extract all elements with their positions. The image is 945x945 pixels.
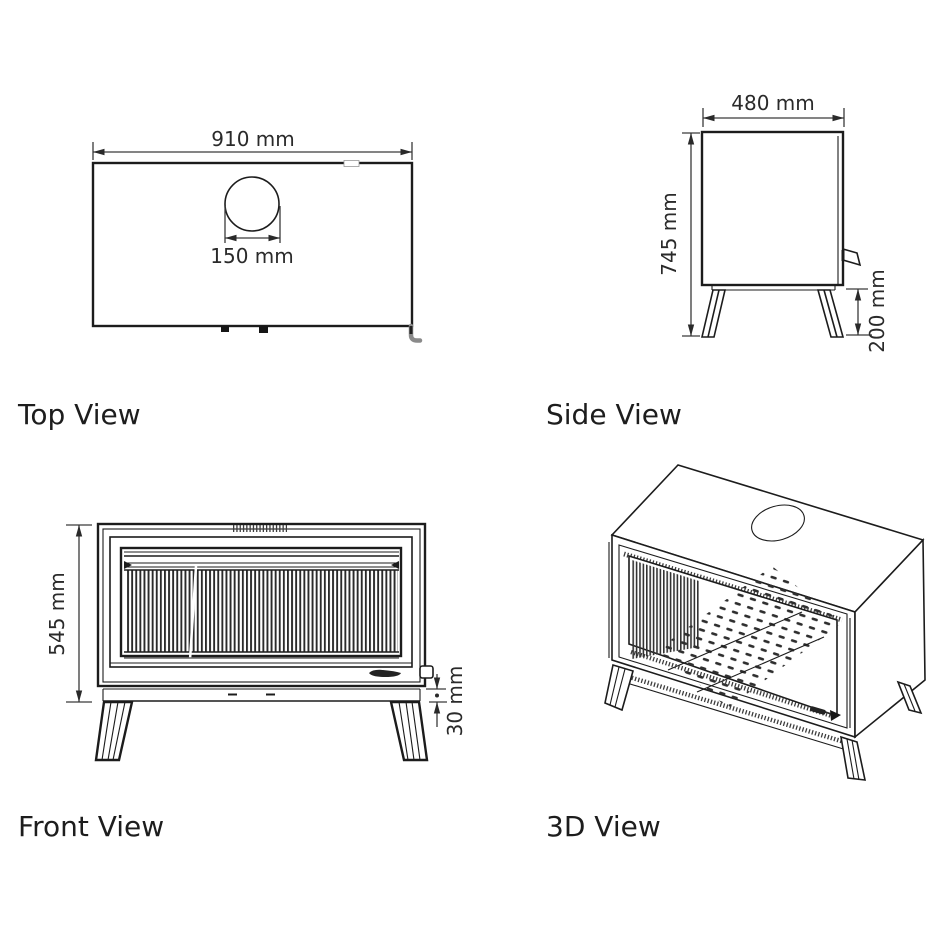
3d-brand-logo-and-latch — [809, 706, 841, 721]
dim-480-label: 480 mm — [731, 91, 815, 115]
three-d-view-label: 3D View — [546, 810, 661, 843]
flue-outlet-circle — [224, 176, 280, 232]
front-view-body-inner-line — [102, 528, 421, 683]
front-door-frame — [109, 536, 413, 668]
top-view-door-tabs — [221, 326, 268, 333]
side-view-body-outline — [700, 130, 845, 287]
top-view-label: Top View — [17, 398, 141, 431]
front-view-label: Front View — [18, 810, 164, 843]
dim-910-label: 910 mm — [211, 127, 295, 151]
dimension-480mm: 480 mm — [702, 91, 845, 127]
dimension-910mm: 910 mm — [92, 127, 413, 160]
three-d-view-drawing: 3D View — [546, 464, 926, 843]
3d-grate-plates — [657, 566, 842, 708]
dimension-150mm: 150 mm — [210, 206, 294, 268]
brand-logo — [369, 669, 401, 677]
side-view-handle — [841, 247, 862, 267]
3d-base-front-edge — [615, 670, 852, 747]
dimension-745mm: 745 mm — [657, 132, 700, 337]
front-door-knob — [419, 665, 434, 679]
front-door-bottom-rail — [110, 662, 434, 679]
dim-150-label: 150 mm — [210, 244, 294, 268]
front-grill-slats — [124, 565, 399, 661]
side-view-base — [711, 285, 836, 291]
front-view-body-outline — [96, 522, 427, 688]
3d-door-bottom-vent — [630, 649, 836, 720]
side-view-label: Side View — [546, 398, 682, 431]
dim-545-label: 545 mm — [45, 572, 69, 656]
dimension-200mm: 200 mm — [846, 269, 889, 353]
front-view-drawing: 545 mm 30 mm Front View — [18, 522, 467, 843]
dim-30-label: 30 mm — [443, 666, 467, 737]
front-glass-frame — [119, 546, 403, 658]
3d-flue-outlet — [751, 504, 805, 542]
dimension-30mm: 30 mm — [426, 666, 467, 737]
top-view-drawing: 910 mm 150 mm Top View — [17, 127, 423, 431]
side-view-legs — [700, 289, 845, 338]
3d-legs — [604, 663, 923, 781]
front-legs — [94, 700, 429, 762]
front-airwash-baffle — [124, 551, 399, 569]
front-base — [102, 688, 421, 702]
dim-745-label: 745 mm — [657, 192, 681, 276]
dimension-545mm: 545 mm — [45, 524, 92, 703]
dim-200-label: 200 mm — [865, 269, 889, 353]
top-view-body-outline — [91, 161, 414, 328]
side-view-drawing: 480 mm 745 mm 200 mm Side View — [546, 91, 889, 431]
top-view-door-handle — [408, 323, 423, 343]
top-view-rear-notch — [343, 160, 360, 167]
